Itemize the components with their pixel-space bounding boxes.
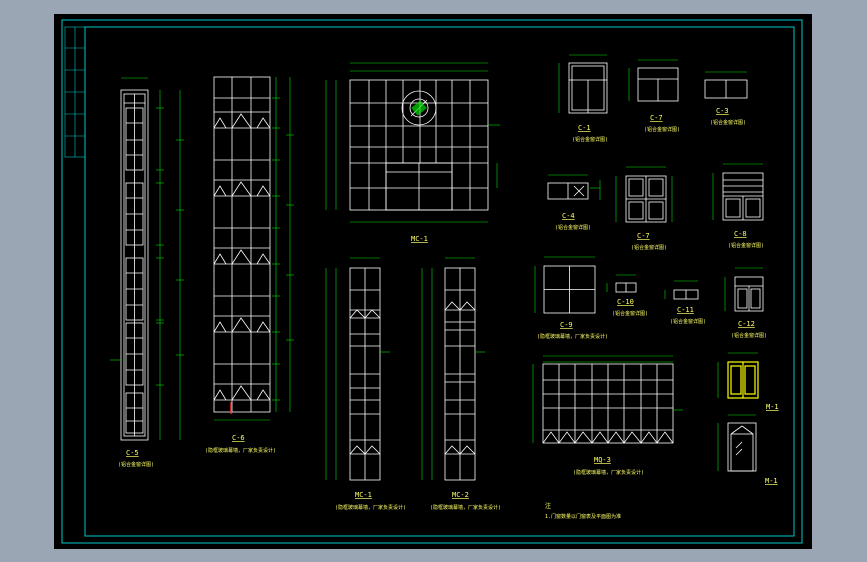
dims-m1 (717, 352, 758, 398)
c1-title: C-1 (578, 124, 591, 132)
c5-title: C-5 (126, 449, 139, 457)
inner-border (84, 26, 795, 537)
c8-title: C-8 (734, 230, 747, 238)
c7-note: (铝合金窗详图) (644, 126, 680, 133)
c6-note: (隐框玻璃幕墙，厂家负责设计) (205, 447, 276, 454)
dims-c7-top (628, 59, 678, 101)
c4-title: C-4 (562, 212, 575, 220)
elevation-mc2[interactable] (444, 267, 476, 481)
c7-title: C-7 (650, 114, 663, 122)
c5-note: (铝合金窗详图) (118, 461, 154, 468)
elevation-mq3[interactable] (542, 363, 674, 444)
dims-mq3 (532, 355, 683, 443)
elevation-mc1-tall[interactable] (349, 267, 381, 481)
elevation-m1-selected[interactable] (727, 361, 759, 399)
notes-title: 注 (545, 502, 551, 510)
mc1-title: MC-1 (411, 235, 428, 243)
dims-c8 (712, 163, 763, 220)
dims-mc2 (421, 257, 485, 480)
c6-title: C-6 (232, 434, 245, 442)
dims-c7-mid (615, 166, 673, 222)
mq3-title: MQ-3 (594, 456, 611, 464)
dims-c9 (534, 256, 595, 313)
dims-c4 (548, 174, 601, 200)
elevation-c6[interactable] (213, 76, 271, 413)
outer-border (61, 19, 803, 544)
mc2-title: MC-2 (452, 491, 469, 499)
mc1-emblem (411, 100, 427, 116)
m1b-title: M-1 (765, 477, 778, 485)
c11-note: (铝合金窗详图) (670, 318, 706, 325)
dims-c6 (214, 77, 294, 421)
mq3-note: (隐框玻璃幕墙，厂家负责设计) (573, 469, 644, 476)
dims-c10 (606, 274, 636, 292)
binding-title-block (64, 26, 86, 158)
c3-note: (铝合金窗详图) (710, 119, 746, 126)
dims-c11 (664, 280, 698, 299)
elevation-c1[interactable] (568, 62, 608, 114)
c11-title: C-11 (677, 306, 694, 314)
elevation-c11[interactable] (673, 289, 699, 300)
elevation-c7-mid[interactable] (625, 175, 667, 223)
elevation-c7-top[interactable] (637, 67, 679, 102)
elevation-c8[interactable] (722, 172, 764, 221)
mc1a-title: MC-1 (355, 491, 372, 499)
elevation-c3[interactable] (704, 79, 748, 99)
mc2-note: (隐框玻璃幕墙，厂家负责设计) (430, 504, 501, 511)
elevation-c9[interactable] (543, 265, 596, 314)
notes-body: 1.门窗数量以门窗表及平面图为准 (545, 513, 621, 520)
mc1a-note: (隐框玻璃幕墙，厂家负责设计) (335, 504, 406, 511)
elevation-c12[interactable] (734, 276, 764, 312)
c10-title: C-10 (617, 298, 634, 306)
elevation-c5[interactable] (120, 89, 149, 441)
m1-title: M-1 (766, 403, 779, 411)
dims-c5 (110, 77, 184, 440)
c8-note: (铝合金窗详图) (728, 242, 764, 249)
dims-mc1-tall (325, 257, 390, 480)
c3-title: C-3 (716, 107, 729, 115)
drawing-canvas (54, 14, 812, 549)
c12-title: C-12 (738, 320, 755, 328)
dims-m1-lower (717, 414, 756, 471)
c7b-note: (铝合金窗详图) (631, 244, 667, 251)
c7b-title: C-7 (637, 232, 650, 240)
c4-note: (铝合金窗详图) (555, 224, 591, 231)
dims-c1 (558, 54, 607, 113)
c10-note: (铝合金窗详图) (612, 310, 648, 317)
elevation-c10[interactable] (615, 282, 637, 293)
c1-note: (铝合金窗详图) (572, 136, 608, 143)
elevation-c4[interactable] (547, 182, 589, 200)
c12-note: (铝合金窗详图) (731, 332, 767, 339)
c9-title: C-9 (560, 321, 573, 329)
dims-mc1 (325, 62, 500, 223)
elevation-m1-lower[interactable] (727, 422, 757, 472)
dims-c12 (724, 267, 763, 311)
c9-note: (隐框玻璃幕墙，厂家负责设计) (537, 333, 608, 340)
